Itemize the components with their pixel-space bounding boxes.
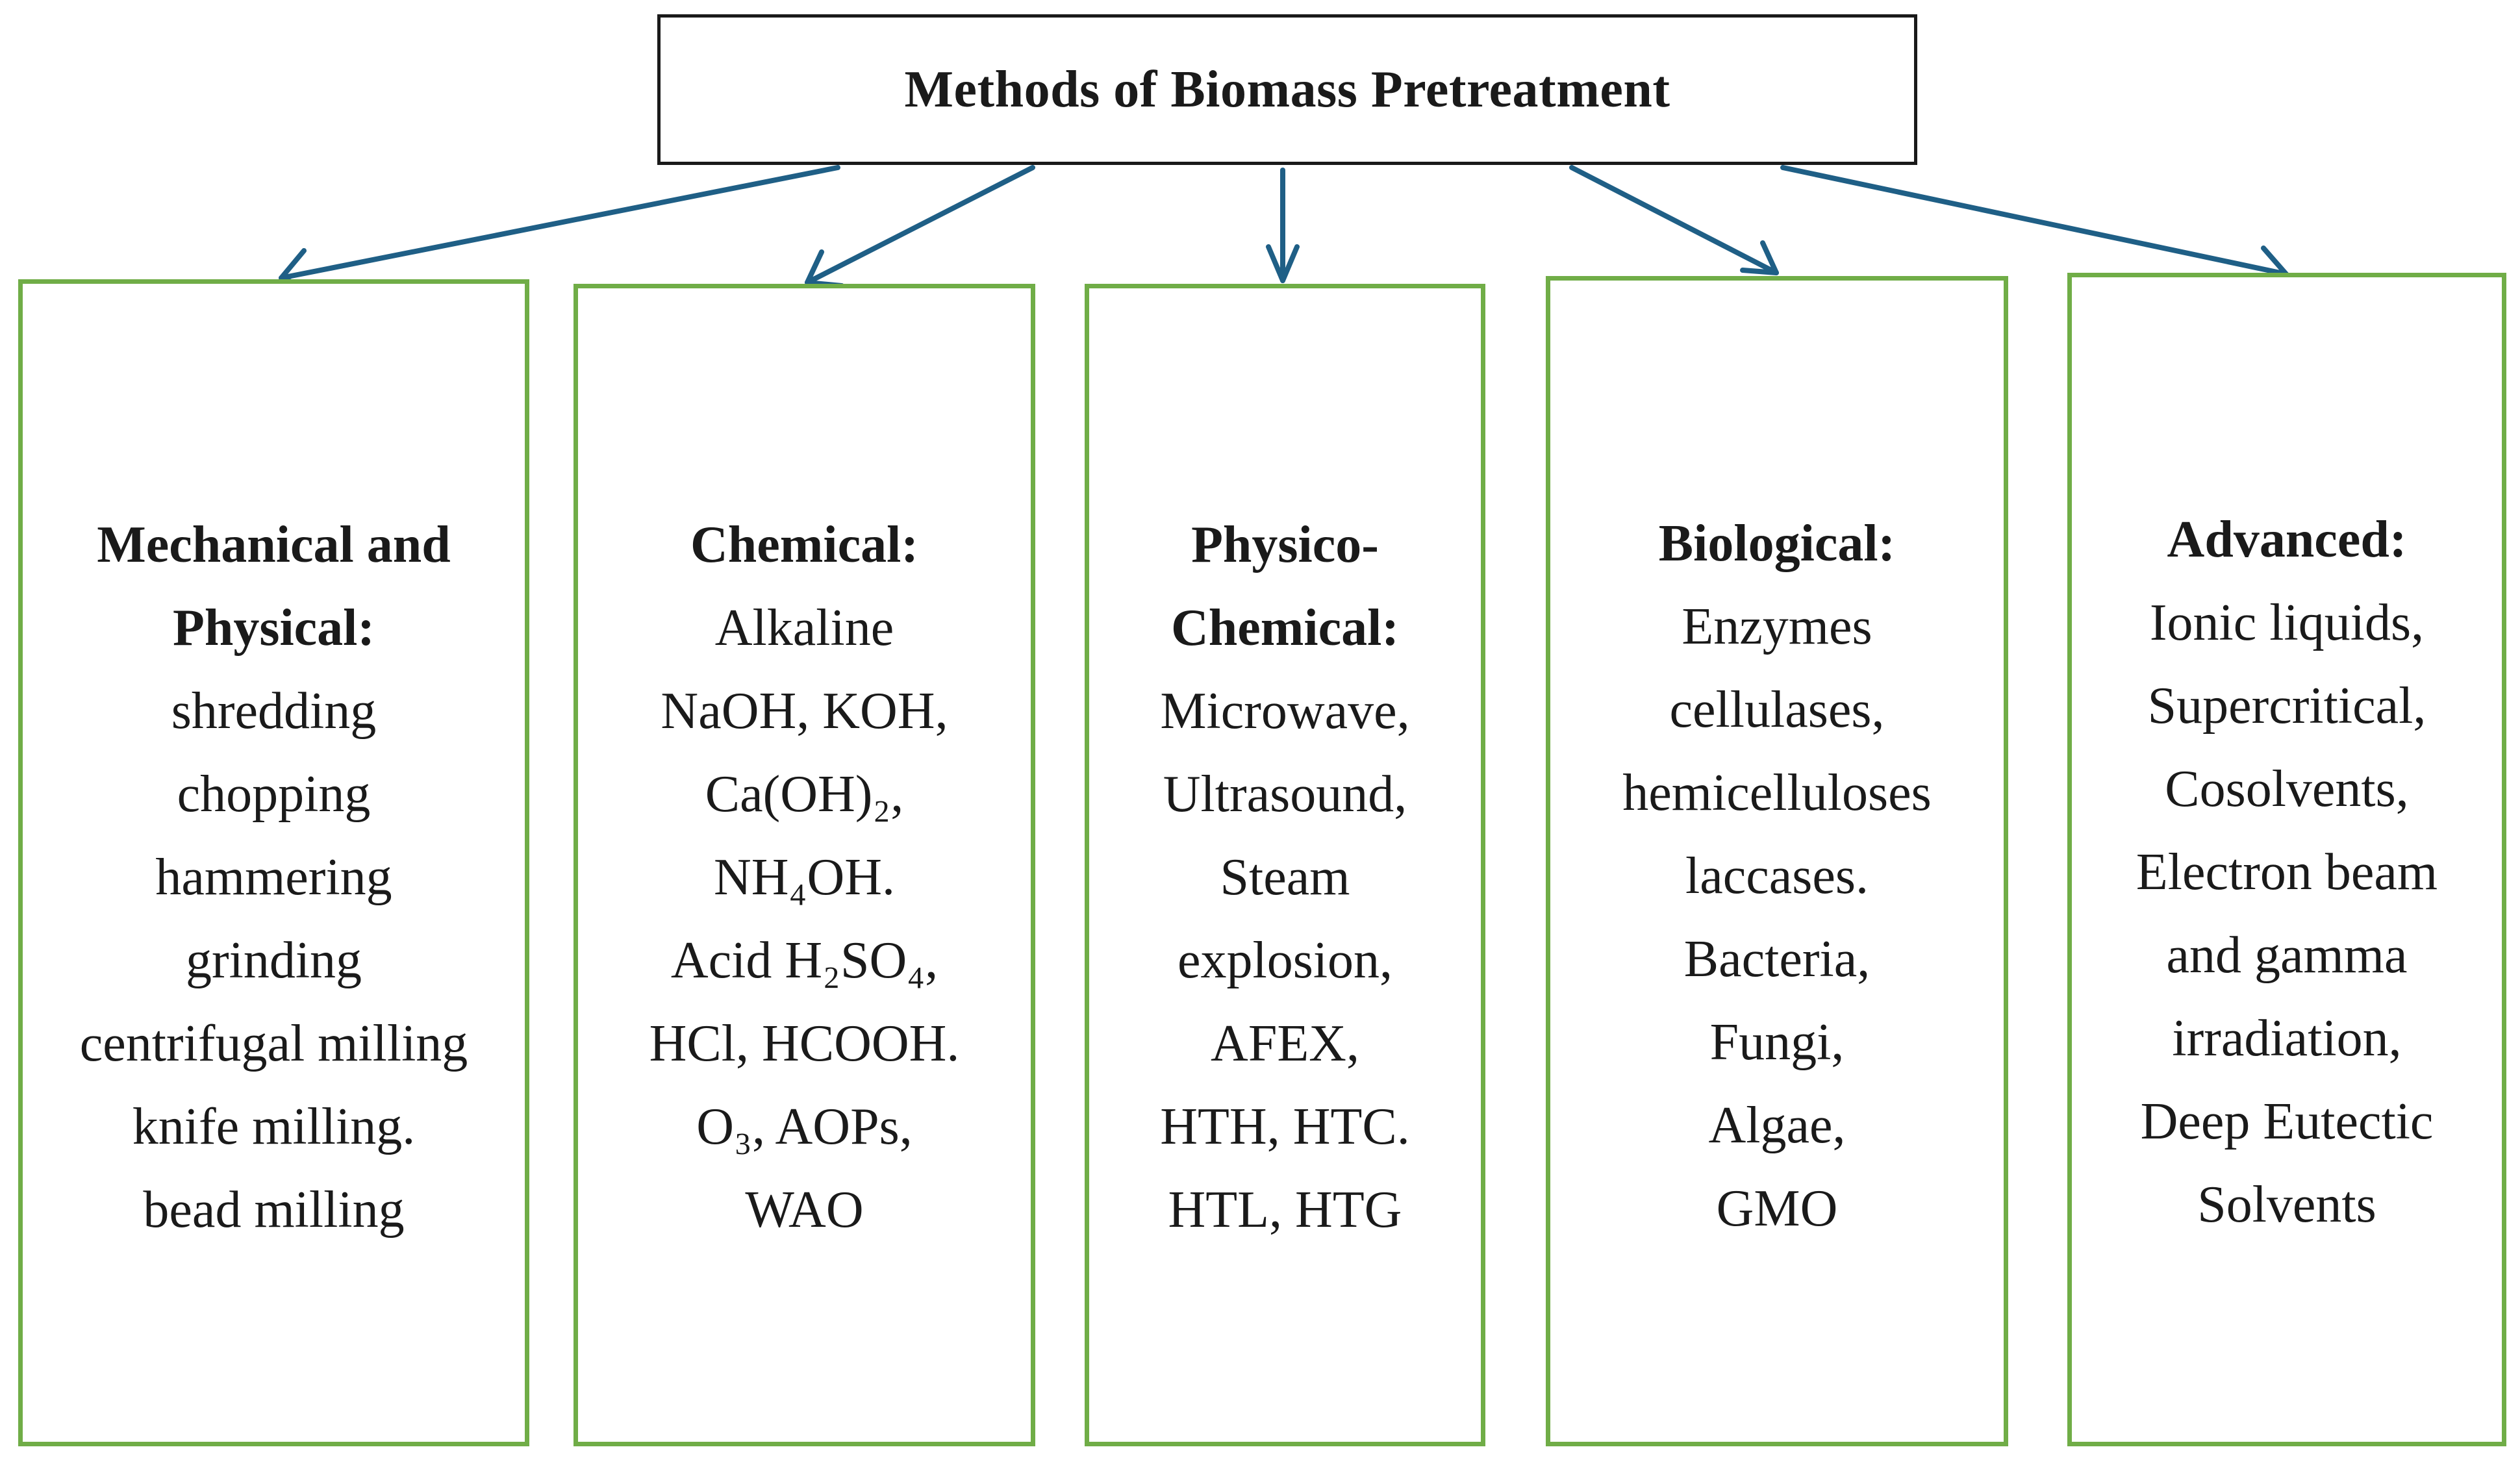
category-heading-line: Chemical: bbox=[690, 516, 918, 573]
category-item: Cosolvents, bbox=[2165, 760, 2409, 818]
category-item: Electron beam bbox=[2136, 844, 2438, 901]
category-item: GMO bbox=[1716, 1180, 1838, 1237]
category-biological: Biological: Enzymes cellulases, hemicell… bbox=[1546, 276, 2008, 1446]
category-item: centrifugal milling bbox=[79, 1015, 468, 1072]
arrow-to-category-2 bbox=[805, 165, 1035, 288]
category-heading-line: Physico- bbox=[1191, 516, 1379, 573]
category-item: bead milling bbox=[143, 1181, 405, 1238]
category-item: and gamma bbox=[2166, 927, 2408, 984]
arrow-to-category-5 bbox=[1780, 165, 2289, 291]
category-item: explosion, bbox=[1177, 932, 1393, 989]
category-item: knife milling. bbox=[132, 1098, 416, 1155]
category-item: NH₄OH. bbox=[714, 849, 895, 906]
category-chemical: Chemical: Alkaline NaOH, KOH, Ca(OH)₂, N… bbox=[573, 284, 1035, 1446]
category-item: irradiation, bbox=[2172, 1010, 2402, 1067]
category-heading-line: Advanced: bbox=[2167, 511, 2407, 568]
category-heading-line: Mechanical and bbox=[97, 516, 451, 573]
category-item: HTH, HTC. bbox=[1160, 1098, 1410, 1155]
category-item: NaOH, KOH, bbox=[661, 683, 948, 740]
root-title: Methods of Biomass Pretreatment bbox=[904, 60, 1670, 118]
category-item: Solvents bbox=[2197, 1176, 2376, 1233]
arrow-to-category-4 bbox=[1569, 165, 1779, 275]
category-heading-line: Biological: bbox=[1658, 515, 1896, 572]
category-item: Acid H₂SO₄, bbox=[670, 932, 939, 989]
category-item: cellulases, bbox=[1669, 681, 1885, 738]
category-item: Bacteria, bbox=[1683, 931, 1871, 988]
category-item: O₃, AOPs, bbox=[696, 1098, 913, 1155]
category-physico-chemical: Physico- Chemical: Microwave, Ultrasound… bbox=[1085, 284, 1485, 1446]
category-item: Ca(OH)₂, bbox=[705, 766, 904, 823]
category-item: hammering bbox=[155, 849, 392, 906]
category-item: Ultrasound, bbox=[1163, 766, 1407, 823]
category-advanced: Advanced: Ionic liquids, Supercritical, … bbox=[2067, 273, 2506, 1446]
category-item: Alkaline bbox=[714, 599, 894, 657]
arrow-to-category-1 bbox=[279, 165, 840, 294]
category-item: hemicelluloses bbox=[1622, 764, 1932, 822]
category-item: Ionic liquids, bbox=[2149, 594, 2425, 651]
category-item: grinding bbox=[185, 932, 362, 989]
root-node: Methods of Biomass Pretreatment bbox=[657, 14, 1917, 165]
category-item: Supercritical, bbox=[2147, 677, 2426, 735]
arrow-to-category-3 bbox=[1266, 168, 1300, 283]
category-item: shredding bbox=[171, 683, 377, 740]
category-item: HTL, HTG bbox=[1168, 1181, 1402, 1238]
category-item: Microwave, bbox=[1160, 683, 1410, 740]
category-item: laccases. bbox=[1685, 848, 1869, 905]
category-heading-line: Chemical: bbox=[1170, 599, 1399, 657]
category-item: AFEX, bbox=[1211, 1015, 1359, 1072]
category-item: Steam bbox=[1220, 849, 1350, 906]
category-item: Fungi, bbox=[1709, 1014, 1845, 1071]
category-item: HCl, HCOOH. bbox=[649, 1015, 960, 1072]
category-heading-line: Physical: bbox=[172, 599, 375, 657]
category-item: chopping bbox=[177, 766, 371, 823]
category-item: Deep Eutectic bbox=[2140, 1093, 2434, 1150]
category-item: Algae, bbox=[1708, 1097, 1846, 1154]
category-item: Enzymes bbox=[1682, 598, 1872, 655]
category-mechanical-physical: Mechanical and Physical: shredding chopp… bbox=[18, 279, 529, 1446]
category-item: WAO bbox=[745, 1181, 864, 1238]
